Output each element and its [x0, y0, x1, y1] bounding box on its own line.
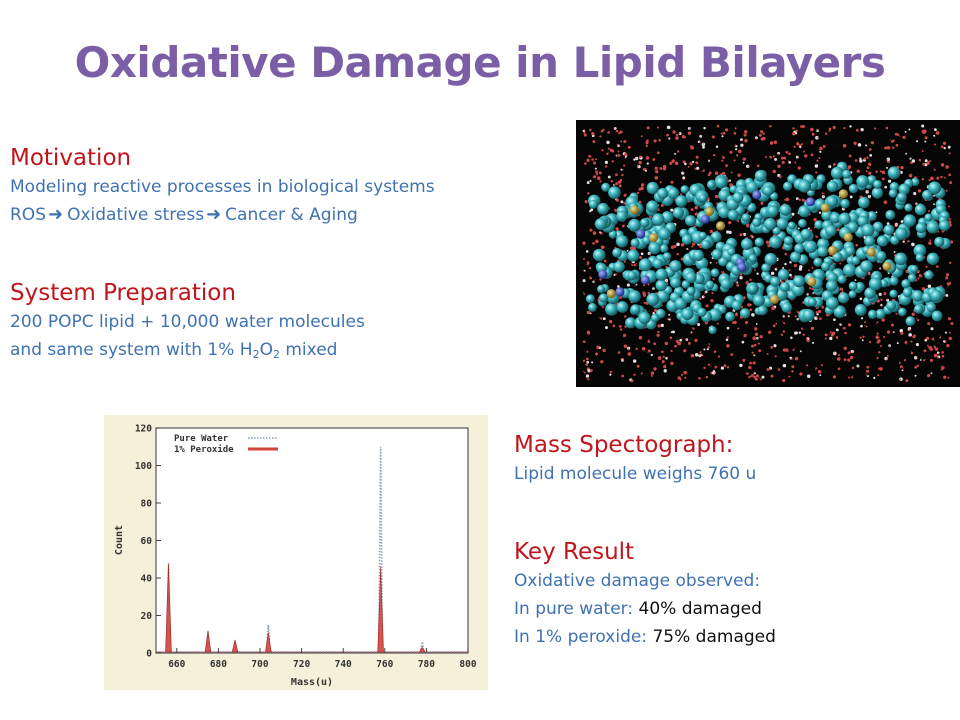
x-tick-label: 740	[335, 659, 352, 670]
x-tick-label: 660	[168, 659, 185, 670]
pure-water-label: In pure water:	[514, 599, 639, 619]
prep-text-a: and same system with 1% H	[10, 340, 253, 360]
y-tick-label: 20	[141, 611, 153, 622]
motivation-line-1: Modeling reactive processes in biologica…	[10, 177, 435, 197]
y-tick-label: 0	[146, 649, 152, 660]
x-tick-label: 720	[293, 659, 310, 670]
preparation-heading: System Preparation	[10, 280, 236, 306]
ros-text: ROS	[10, 205, 46, 225]
motivation-heading: Motivation	[10, 145, 132, 171]
preparation-line-1: 200 POPC lipid + 10,000 water molecules	[10, 312, 365, 332]
x-tick-label: 760	[376, 659, 393, 670]
mass-line-1: Lipid molecule weighs 760 u	[514, 464, 757, 484]
motivation-line-2: ROS➜Oxidative stress➜Cancer & Aging	[10, 201, 435, 229]
prep-text-b: O	[259, 340, 273, 360]
y-axis-label: Count	[114, 525, 125, 555]
prep-text-c: mixed	[279, 340, 338, 360]
mass-heading: Mass Spectograph:	[514, 432, 734, 458]
right-arrow-icon: ➜	[206, 204, 222, 225]
key-result-section: Key Result Oxidative damage observed: In…	[514, 537, 776, 651]
mass-spectrograph-section: Mass Spectograph: Lipid molecule weighs …	[514, 430, 756, 488]
key-result-heading: Key Result	[514, 539, 635, 565]
x-tick-label: 800	[459, 659, 476, 670]
x-axis-label: Mass(u)	[291, 677, 333, 688]
x-tick-label: 680	[210, 659, 227, 670]
subscript: 2	[252, 348, 260, 361]
key-result-line-1: Oxidative damage observed:	[514, 571, 761, 591]
y-tick-label: 100	[135, 461, 152, 472]
x-tick-label: 780	[418, 659, 435, 670]
oxidative-stress-text: Oxidative stress	[67, 205, 205, 225]
peroxide-value: 75% damaged	[652, 627, 776, 647]
preparation-line-2: and same system with 1% H2O2 mixed	[10, 336, 365, 364]
y-tick-label: 80	[141, 499, 153, 510]
cancer-aging-text: Cancer & Aging	[225, 205, 358, 225]
subscript: 2	[272, 348, 280, 361]
y-tick-label: 40	[141, 574, 153, 585]
system-preparation-section: System Preparation 200 POPC lipid + 10,0…	[10, 278, 365, 364]
y-tick-label: 60	[141, 536, 153, 547]
series-peroxide-area	[156, 562, 468, 653]
key-result-line-3: In 1% peroxide: 75% damaged	[514, 623, 776, 651]
motivation-section: Motivation Modeling reactive processes i…	[10, 143, 435, 229]
key-result-line-2: In pure water: 40% damaged	[514, 595, 776, 623]
legend-label: Pure Water	[174, 434, 229, 444]
right-arrow-icon: ➜	[47, 204, 64, 225]
y-tick-label: 120	[135, 424, 152, 435]
slide-title: Oxidative Damage in Lipid Bilayers	[74, 38, 886, 87]
peroxide-label: In 1% peroxide:	[514, 627, 653, 647]
legend-label: 1% Peroxide	[174, 444, 234, 455]
pure-water-value: 40% damaged	[638, 599, 762, 619]
x-tick-label: 700	[251, 659, 268, 670]
lipid-bilayer-simulation-image	[576, 120, 960, 387]
